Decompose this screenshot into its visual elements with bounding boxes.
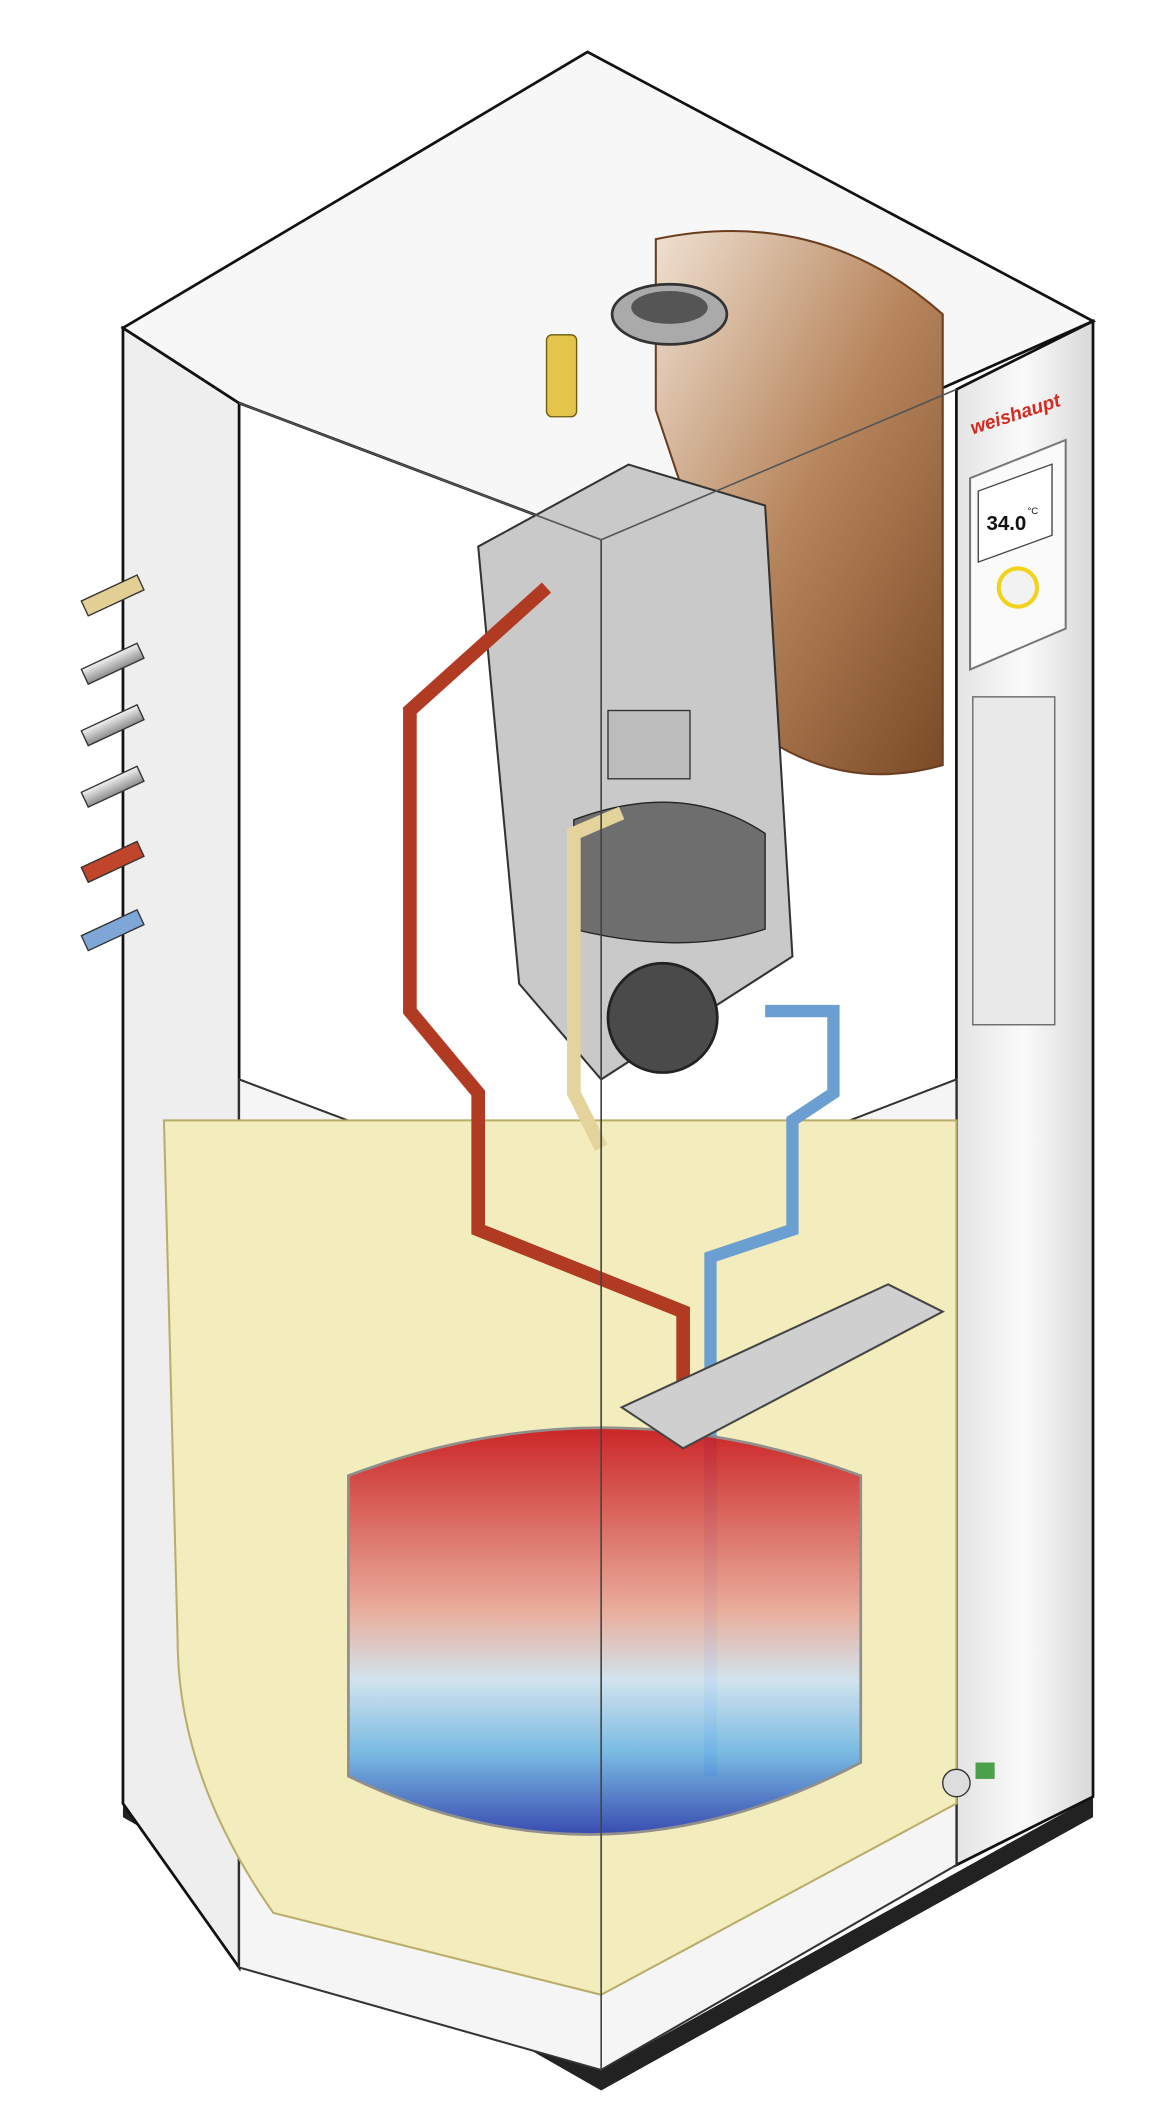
controller-display (977, 463, 1053, 564)
temperature-readout: 34.0 (986, 512, 1026, 535)
temperature-unit: °C (1027, 506, 1038, 517)
gas-valve (607, 709, 691, 780)
control-panel: 34.0 °C (969, 438, 1067, 672)
fan-housing (573, 801, 766, 944)
flue-opening (631, 291, 708, 324)
plate-heat-exchanger (619, 1283, 945, 1450)
cold-water-pipe (704, 1004, 840, 1777)
electrical-compartment (972, 696, 1056, 1026)
cabinet-top (120, 50, 1097, 542)
control-knob[interactable] (996, 566, 1040, 609)
hot-water-tank (347, 1426, 863, 1836)
expansion-tank (654, 230, 944, 776)
drain-handle (975, 1762, 995, 1779)
circulation-pump (606, 961, 719, 1074)
drain-valve (942, 1768, 971, 1798)
hot-water-pipe (403, 582, 690, 1421)
top-front-edge (238, 388, 957, 541)
return-pipe (567, 806, 625, 1151)
air-vent-valve (545, 334, 578, 418)
connection-pipes (80, 574, 145, 952)
